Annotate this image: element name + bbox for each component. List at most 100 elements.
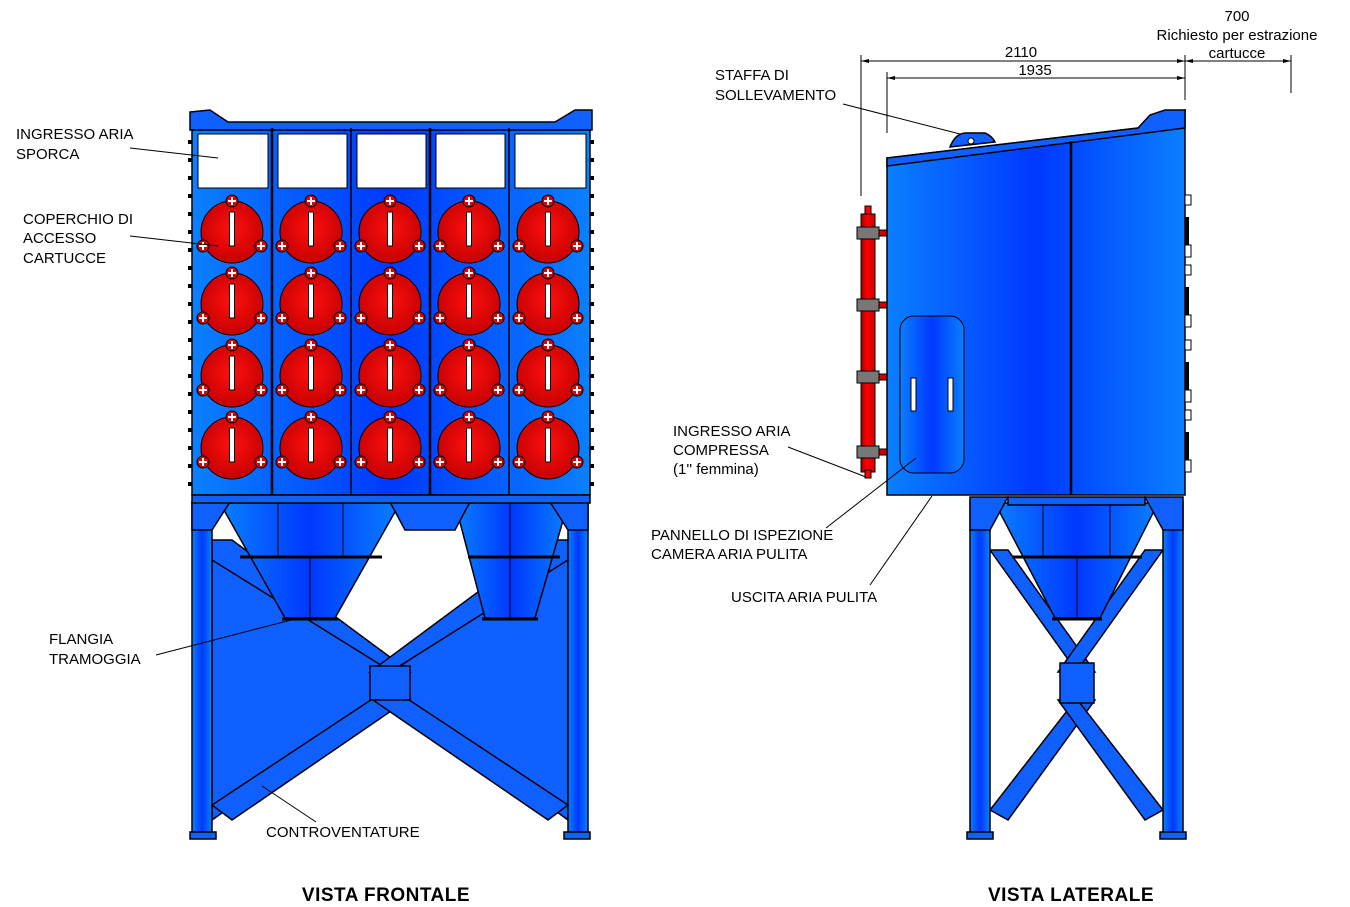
label-compressed-air-inlet: INGRESSO ARIA COMPRESSA (1'' femmina) (673, 423, 867, 478)
front-leg-left (191, 501, 213, 839)
cover-handle (466, 427, 472, 463)
cover-handle (308, 427, 314, 463)
compressed-air-manifold (856, 205, 888, 479)
front-leg-right (567, 501, 589, 839)
cover-handle (466, 283, 472, 319)
cover-handle (308, 283, 314, 319)
cartridge-cover[interactable] (196, 338, 268, 408)
label-hopper-flange: FLANGIA TRAMOGGIA (49, 618, 296, 668)
inspection-panel (899, 315, 965, 474)
dirty-air-inlet-window (356, 133, 427, 189)
dim-body-depth: 1935 (1018, 62, 1051, 79)
side-leg-left (969, 501, 991, 839)
side-top-flange (886, 109, 1186, 167)
svg-text:SPORCA: SPORCA (16, 146, 79, 163)
cartridge-cover[interactable] (196, 194, 268, 264)
cartridge-cover[interactable] (275, 410, 347, 480)
svg-text:TRAMOGGIA: TRAMOGGIA (49, 651, 141, 668)
cover-handle (466, 211, 472, 247)
cartridge-cover[interactable] (275, 338, 347, 408)
cartridge-cover[interactable] (354, 266, 426, 336)
cartridge-covers (196, 194, 584, 480)
cartridge-cover[interactable] (512, 410, 584, 480)
front-view-title: VISTA FRONTALE (302, 885, 470, 906)
label-cartridge-cover: COPERCHIO DI ACCESSO CARTUCCE (23, 211, 219, 267)
svg-text:COMPRESSA: COMPRESSA (673, 442, 769, 459)
dirty-air-inlet-window (197, 133, 269, 189)
cartridge-cover[interactable] (275, 194, 347, 264)
cover-handle (387, 355, 393, 391)
side-view-title: VISTA LATERALE (988, 885, 1154, 906)
pulse-valve (856, 445, 888, 459)
label-dirty-air-inlet: INGRESSO ARIA SPORCA (16, 126, 219, 163)
cartridge-cover[interactable] (354, 194, 426, 264)
cover-handle (545, 283, 551, 319)
dimension-lines: 2110 1935 700 Richiesto per estrazione c… (860, 8, 1318, 196)
svg-text:Richiesto per estrazione: Richiesto per estrazione (1157, 27, 1318, 44)
cover-handle (387, 427, 393, 463)
cover-handle (229, 355, 235, 391)
svg-text:STAFFA DI: STAFFA DI (715, 67, 789, 84)
dirty-air-inlet-window (277, 133, 348, 189)
brace-center-plate (369, 665, 411, 701)
side-view: 2110 1935 700 Richiesto per estrazione c… (651, 8, 1317, 906)
dim-extraction-clearance: 700 (1224, 8, 1249, 25)
front-hoppers (191, 501, 589, 621)
cover-handle (229, 427, 235, 463)
dirty-air-inlet-window (514, 133, 587, 189)
svg-text:COPERCHIO DI: COPERCHIO DI (23, 211, 133, 228)
front-top-flange (189, 109, 593, 131)
cover-handle (229, 211, 235, 247)
cartridge-cover[interactable] (196, 266, 268, 336)
label-clean-air-outlet: USCITA ARIA PULITA (731, 495, 933, 606)
cartridge-cover[interactable] (512, 338, 584, 408)
cover-handle (466, 355, 472, 391)
label-lifting-bracket: STAFFA DI SOLLEVAMENTO (715, 67, 961, 135)
cover-handle (308, 355, 314, 391)
cover-handle (308, 211, 314, 247)
inspection-panel-handle (910, 377, 917, 412)
dim-overall-depth: 2110 (1005, 44, 1037, 61)
cartridge-cover[interactable] (433, 338, 505, 408)
svg-text:CONTROVENTATURE: CONTROVENTATURE (266, 824, 420, 841)
cover-handle (545, 427, 551, 463)
pulse-valve (856, 370, 888, 384)
cover-handle (545, 355, 551, 391)
cartridge-cover[interactable] (433, 194, 505, 264)
cover-clamps (1184, 194, 1192, 473)
svg-text:CARTUCCE: CARTUCCE (23, 250, 106, 267)
cartridge-cover[interactable] (275, 266, 347, 336)
cartridge-cover[interactable] (512, 194, 584, 264)
svg-text:SOLLEVAMENTO: SOLLEVAMENTO (715, 87, 836, 104)
label-bracing: CONTROVENTATURE (261, 785, 420, 841)
svg-text:ACCESSO: ACCESSO (23, 230, 96, 247)
side-leg-right (1162, 501, 1184, 839)
cartridge-cover[interactable] (512, 266, 584, 336)
side-brace-center-plate (1059, 662, 1095, 704)
front-columns (188, 128, 594, 495)
cartridge-cover[interactable] (433, 266, 505, 336)
svg-text:INGRESSO ARIA: INGRESSO ARIA (673, 423, 791, 440)
svg-text:INGRESSO ARIA: INGRESSO ARIA (16, 126, 134, 143)
cartridge-cover[interactable] (196, 410, 268, 480)
svg-text:USCITA ARIA PULITA: USCITA ARIA PULITA (731, 589, 877, 606)
dirty-air-inlet-window (435, 133, 506, 189)
pulse-valve (856, 226, 888, 240)
svg-text:PANNELLO DI ISPEZIONE: PANNELLO DI ISPEZIONE (651, 527, 833, 544)
cover-handle (387, 211, 393, 247)
inspection-panel-handle (947, 377, 954, 412)
cartridge-cover[interactable] (433, 410, 505, 480)
cartridge-cover[interactable] (354, 338, 426, 408)
side-support-frame (966, 501, 1187, 840)
svg-text:cartucce: cartucce (1209, 45, 1266, 62)
cartridge-cover[interactable] (354, 410, 426, 480)
cover-handle (229, 283, 235, 319)
label-inspection-panel: PANNELLO DI ISPEZIONE CAMERA ARIA PULITA (651, 457, 917, 563)
svg-text:CAMERA ARIA PULITA: CAMERA ARIA PULITA (651, 546, 807, 563)
cover-handle (387, 283, 393, 319)
svg-text:(1'' femmina): (1'' femmina) (673, 461, 759, 478)
svg-text:FLANGIA: FLANGIA (49, 631, 113, 648)
pulse-valve (856, 298, 888, 312)
cover-handle (545, 211, 551, 247)
